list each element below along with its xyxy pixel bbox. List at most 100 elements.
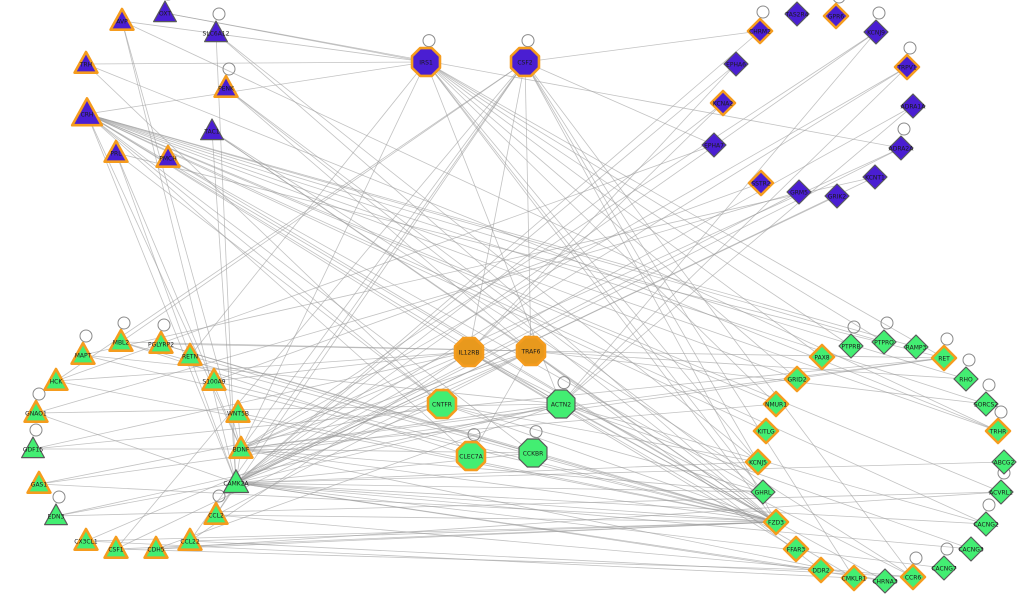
- node-CLEC7A[interactable]: CLEC7A: [455, 440, 487, 472]
- node-ADRA2A[interactable]: ADRA2A: [888, 135, 915, 161]
- node-AVP[interactable]: AVP: [109, 7, 135, 31]
- octagon-shape: [518, 438, 548, 468]
- node-KCNT1[interactable]: KCNT1: [862, 164, 888, 190]
- node-GRM5[interactable]: GRM5: [786, 179, 812, 205]
- triangle-shape: [228, 435, 254, 459]
- edge-TRAF6-CSF1: [115, 350, 532, 550]
- node-TRH[interactable]: TRH: [73, 50, 99, 74]
- node-IRS1[interactable]: IRS1: [410, 46, 442, 78]
- edge-EDN3-ACVRL1: [55, 491, 1002, 517]
- edge-ACTN2-CACNG3: [560, 403, 972, 550]
- node-TAS2R4[interactable]: TAS2R4: [784, 1, 810, 27]
- node-OXT[interactable]: OXT: [153, 0, 177, 23]
- node-ABCG2[interactable]: ABCG2: [991, 449, 1017, 475]
- edge-BDNF-ACTN2: [240, 403, 562, 450]
- node-CCR6[interactable]: CCR6: [899, 563, 927, 591]
- node-CACNG7[interactable]: CACNG7: [931, 555, 957, 581]
- self-loop-GNAO1: [32, 387, 46, 401]
- edge-CSF2-CCR6: [524, 61, 914, 578]
- edge-AVP-TRHR: [121, 20, 999, 432]
- node-CX3CL1[interactable]: CX3CL1: [73, 527, 99, 551]
- node-CHRNA3[interactable]: CHRNA3: [872, 568, 898, 594]
- edge-IRS1-PTPRO: [425, 61, 885, 343]
- node-IL12RB[interactable]: IL12RB: [453, 336, 485, 368]
- diamond-shape: [782, 535, 810, 563]
- edge-CSF2-CMKLR1: [524, 61, 855, 579]
- node-PTPRO[interactable]: PTPRO: [871, 329, 897, 355]
- edge-BDNF-CSF2: [240, 61, 526, 450]
- self-loop-CACNG2: [982, 498, 996, 512]
- node-CSF2[interactable]: CSF2: [509, 46, 541, 78]
- self-loop-KCNJ9: [872, 6, 886, 20]
- node-CRH[interactable]: CRH: [70, 97, 104, 127]
- diamond-shape: [840, 564, 868, 592]
- edge-CAMK2A-CACNG2: [235, 482, 987, 525]
- octagon-shape: [426, 388, 458, 420]
- edge-CAMK2A-ADRA2A: [235, 147, 902, 484]
- edge-CRH-TRHR: [86, 113, 999, 432]
- node-EPHA6[interactable]: EPHA6: [723, 51, 749, 77]
- node-MBL2[interactable]: MBL2: [108, 328, 134, 352]
- node-PTPRB[interactable]: PTPRB: [838, 333, 864, 359]
- edge-CCL22-CCR6: [189, 540, 914, 578]
- triangle-shape: [26, 470, 52, 494]
- edge-ACTN2-CHRNA3: [560, 403, 886, 582]
- edge-CAMK2A-DDR2: [235, 482, 822, 571]
- diamond-shape: [746, 17, 774, 45]
- node-GPR6[interactable]: GPR6: [822, 2, 850, 30]
- node-ACTN2[interactable]: ACTN2: [546, 389, 576, 419]
- diamond-shape: [931, 555, 957, 581]
- self-loop-CCKBR: [529, 425, 543, 439]
- diamond-shape: [762, 508, 790, 536]
- node-CCKBR[interactable]: CCKBR: [518, 438, 548, 468]
- node-RHO[interactable]: RHO: [953, 366, 979, 392]
- node-HCK[interactable]: HCK: [43, 367, 69, 391]
- edge-ACTN2-ADRA1A: [560, 105, 914, 405]
- node-TRAF6[interactable]: TRAF6: [515, 335, 547, 367]
- edge-BDNF-NMUR1: [240, 403, 777, 450]
- triangle-shape: [200, 118, 224, 141]
- edge-CNTFR-TRH: [85, 63, 443, 405]
- node-CACNG2[interactable]: CACNG2: [973, 511, 999, 537]
- node-WNT5B[interactable]: WNT5B: [225, 399, 251, 423]
- node-ADRA1A[interactable]: ADRA1A: [900, 93, 927, 119]
- edge-CSF2-TRAF6: [524, 61, 532, 352]
- edge-IRS1-RET: [425, 61, 945, 359]
- edge-TAC1-CCR6: [211, 130, 914, 578]
- diamond-shape: [988, 479, 1014, 505]
- edge-TRAF6-CCL2: [215, 350, 532, 516]
- self-loop-CHRM2: [756, 5, 770, 19]
- octagon-shape: [515, 335, 547, 367]
- edge-IRS1-CRH: [86, 61, 427, 115]
- diamond-shape: [973, 391, 999, 417]
- diamond-shape: [762, 390, 790, 418]
- node-KITLG[interactable]: KITLG: [752, 417, 780, 445]
- edge-CRH-ACTN2: [86, 113, 562, 405]
- node-CMKLR1[interactable]: CMKLR1: [840, 564, 868, 592]
- node-KCNJ9[interactable]: KCNJ9: [863, 19, 889, 45]
- edge-ABCG2-CAMK2A: [235, 461, 1005, 484]
- node-GRID2[interactable]: GRID2: [783, 365, 811, 393]
- node-CCL2[interactable]: CCL2: [203, 501, 229, 525]
- node-EPHA7[interactable]: EPHA7: [701, 132, 727, 158]
- node-RAMP3[interactable]: RAMP3: [903, 334, 929, 360]
- edge-BDNF-PRL: [115, 152, 242, 450]
- node-RET[interactable]: RET: [930, 344, 958, 372]
- node-CACNG3[interactable]: CACNG3: [958, 536, 984, 562]
- node-SSTR2[interactable]: SSTR2: [747, 169, 775, 197]
- octagon-shape: [410, 46, 442, 78]
- node-DDR2[interactable]: DDR2: [807, 556, 835, 584]
- edge-IRS1-GHRL: [425, 61, 764, 493]
- edge-IRS1-TRH: [85, 61, 427, 65]
- triangle-shape: [103, 139, 129, 163]
- node-CNTFR[interactable]: CNTFR: [426, 388, 458, 420]
- self-loop-ADRA2A: [897, 122, 911, 136]
- node-CHRM2[interactable]: CHRM2: [746, 17, 774, 45]
- node-GNAO1[interactable]: GNAO1: [23, 399, 49, 423]
- triangle-shape: [222, 469, 250, 494]
- edge-PRL-RET: [115, 152, 945, 359]
- self-loop-PTPRO: [880, 316, 894, 330]
- diamond-shape: [822, 2, 850, 30]
- node-TRHR[interactable]: TRHR: [984, 417, 1012, 445]
